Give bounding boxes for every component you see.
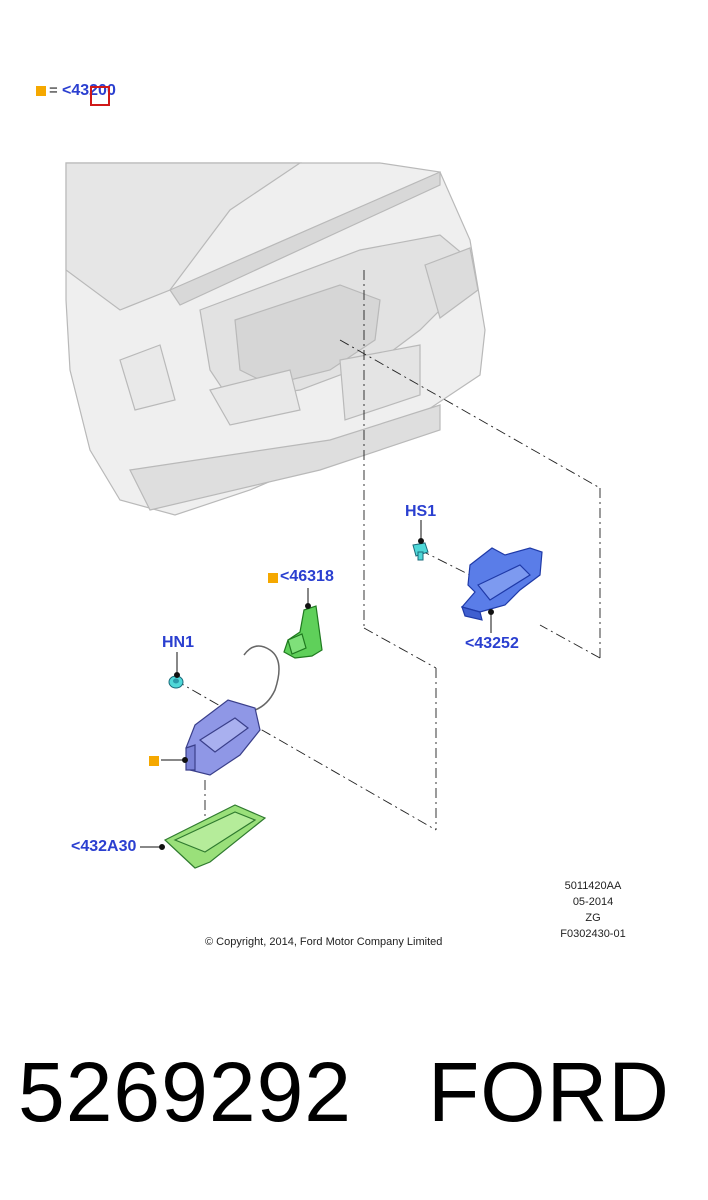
exploded-parts-diagram bbox=[65, 162, 601, 869]
release-cable bbox=[243, 645, 280, 711]
release-handle-part bbox=[283, 605, 323, 659]
latch-actuator-part bbox=[185, 699, 261, 776]
doc-code-number: 5011420AA bbox=[564, 880, 622, 892]
callout-432a30[interactable]: <432A30 bbox=[71, 838, 137, 855]
doc-code-region: ZG bbox=[585, 912, 601, 924]
legend-equals: = bbox=[49, 82, 58, 99]
hs1-screw-part bbox=[412, 542, 429, 561]
latch-bracket-part bbox=[460, 547, 543, 621]
vehicle-rear-illustration bbox=[65, 162, 486, 516]
part-number: 5269292 bbox=[18, 1045, 353, 1139]
highlight-box bbox=[90, 86, 110, 106]
cover-tray-part bbox=[163, 804, 267, 869]
callout-46318[interactable]: <46318 bbox=[280, 568, 334, 585]
copyright-notice: © Copyright, 2014, Ford Motor Company Li… bbox=[205, 936, 443, 948]
doc-code-figure: F0302430-01 bbox=[560, 928, 626, 940]
marker-latch-actuator bbox=[149, 756, 159, 766]
legend-marker bbox=[36, 86, 46, 96]
marker-46318 bbox=[268, 573, 278, 583]
brand-name: FORD bbox=[428, 1045, 670, 1139]
doc-code-date: 05-2014 bbox=[572, 896, 614, 908]
callout-leaders bbox=[140, 520, 494, 850]
callout-43252[interactable]: <43252 bbox=[465, 635, 519, 652]
callout-hs1[interactable]: HS1 bbox=[405, 503, 437, 520]
callout-hn1[interactable]: HN1 bbox=[162, 634, 195, 651]
